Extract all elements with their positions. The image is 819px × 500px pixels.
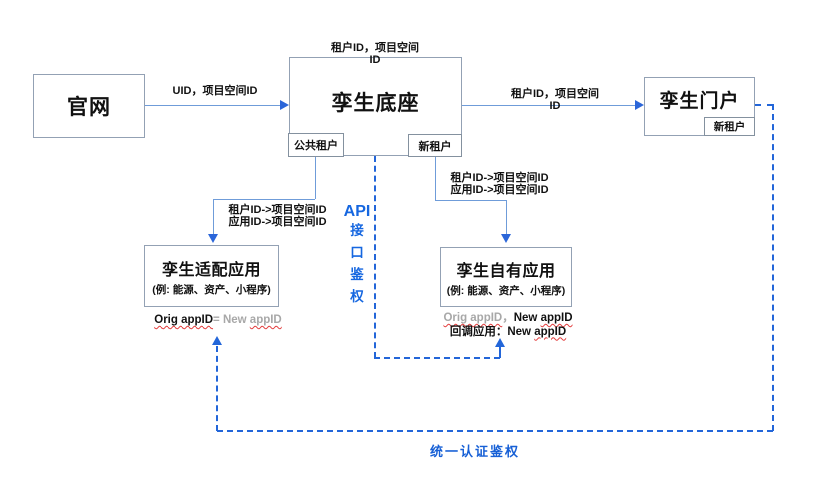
edge-label-base-top-line1: 租户ID，项目空间 <box>331 42 419 54</box>
edge-site-to-base-line <box>145 105 282 106</box>
unified-auth-dashed-bottom <box>217 430 773 432</box>
arrowhead-right-icon <box>280 100 289 110</box>
api-auth-caption-char: 接 <box>350 223 364 238</box>
arrowhead-up-icon <box>495 338 505 347</box>
unified-auth-dashed-right <box>772 104 774 431</box>
subnode-portal-new-tenant-label: 新租户 <box>713 121 746 133</box>
subnode-base-new-tenant-label: 新租户 <box>418 140 452 153</box>
arrowhead-down-icon <box>501 234 511 243</box>
edge-new-tenant-elbow-line <box>435 200 506 201</box>
node-twin-portal-label: 孪生门户 <box>659 91 740 112</box>
api-auth-caption-char: 口 <box>350 245 364 260</box>
subnode-base-new-tenant: 新租户 <box>408 134 462 157</box>
edge-label-new-mapping: 租户ID->项目空间ID 应用ID->项目空间ID <box>427 172 572 196</box>
edge-label-public-mapping-line1: 租户ID->项目空间ID <box>228 204 327 216</box>
unified-auth-dashed-top <box>755 104 773 106</box>
own-appid-note-line2: 回调应用：New appID <box>418 326 598 340</box>
node-adapter-app: 孪生适配应用 (例: 能源、资产、小程序) <box>144 245 279 307</box>
adapter-appid-eq: = <box>213 314 223 326</box>
unified-auth-dashed-left <box>216 346 218 431</box>
edge-label-base-top: 租户ID，项目空间 ID <box>300 42 450 66</box>
node-own-app: 孪生自有应用 (例: 能源、资产、小程序) <box>440 247 572 307</box>
own-appid-new-id: appID <box>540 312 573 324</box>
edge-label-new-mapping-line2: 应用ID->项目空间ID <box>450 184 549 196</box>
subnode-public-tenant-label: 公共租户 <box>294 140 338 152</box>
node-official-site-label: 官网 <box>67 96 111 119</box>
subnode-public-tenant: 公共租户 <box>288 133 344 157</box>
node-official-site: 官网 <box>33 74 145 138</box>
api-auth-dashed-stub <box>499 347 501 358</box>
api-auth-caption: API 接 口 鉴 权 <box>340 203 374 308</box>
adapter-appid-new-id: appID <box>249 314 282 326</box>
edge-label-base-to-portal-line1: 租户ID，项目空间 <box>511 88 599 100</box>
own-appid-orig: Orig appID <box>443 312 503 324</box>
subnode-portal-new-tenant: 新租户 <box>704 117 755 136</box>
node-adapter-app-title: 孪生适配应用 <box>161 261 261 279</box>
edge-label-base-to-portal-line2: ID <box>549 100 561 112</box>
edge-label-public-mapping-line2: 应用ID->项目空间ID <box>228 216 327 228</box>
edge-label-new-mapping-line1: 租户ID->项目空间ID <box>450 172 549 184</box>
own-callback-new-id: appID <box>534 325 567 338</box>
api-auth-caption-char: 权 <box>350 289 364 304</box>
own-appid-new: New <box>513 312 541 324</box>
adapter-appid-orig: Orig appID <box>154 314 214 326</box>
node-own-app-title: 孪生自有应用 <box>456 262 556 280</box>
api-auth-caption-char: 鉴 <box>350 267 364 282</box>
own-appid-note-line1: Orig appID，New appID <box>418 312 598 326</box>
node-adapter-app-subtitle: (例: 能源、资产、小程序) <box>152 283 271 296</box>
node-twin-base-label: 孪生底座 <box>331 91 420 115</box>
api-auth-dashed-vertical <box>374 156 376 358</box>
edge-public-tenant-elbow-line <box>213 199 315 200</box>
edge-label-base-to-portal: 租户ID，项目空间 ID <box>490 88 620 112</box>
adapter-appid-new: New <box>222 314 250 326</box>
edge-to-adapter-app-line <box>213 199 214 235</box>
own-appid-note: Orig appID，New appID 回调应用：New appID <box>418 312 598 339</box>
api-auth-dashed-horizontal <box>374 357 500 359</box>
edge-label-uid: UID，项目空间ID <box>172 85 258 97</box>
api-auth-caption-head: API <box>343 203 371 220</box>
own-callback-label: 回调应用： <box>449 325 508 338</box>
unified-auth-caption: 统一认证鉴权 <box>430 444 521 459</box>
arrowhead-right-icon <box>635 100 644 110</box>
edge-to-own-app-line <box>506 200 507 235</box>
edge-new-tenant-down-line <box>435 157 436 200</box>
edge-public-tenant-down-line <box>315 157 316 199</box>
edge-base-to-portal-line <box>462 105 636 106</box>
own-callback-new: New <box>507 325 535 338</box>
edge-label-base-top-line2: ID <box>369 54 381 66</box>
edge-label-public-mapping: 租户ID->项目空间ID 应用ID->项目空间ID <box>205 204 350 228</box>
arrowhead-down-icon <box>208 234 218 243</box>
node-own-app-subtitle: (例: 能源、资产、小程序) <box>446 284 566 297</box>
own-appid-comma: ， <box>502 312 514 324</box>
adapter-appid-note: Orig appID= New appID <box>128 314 308 328</box>
arrowhead-up-icon <box>212 336 222 345</box>
